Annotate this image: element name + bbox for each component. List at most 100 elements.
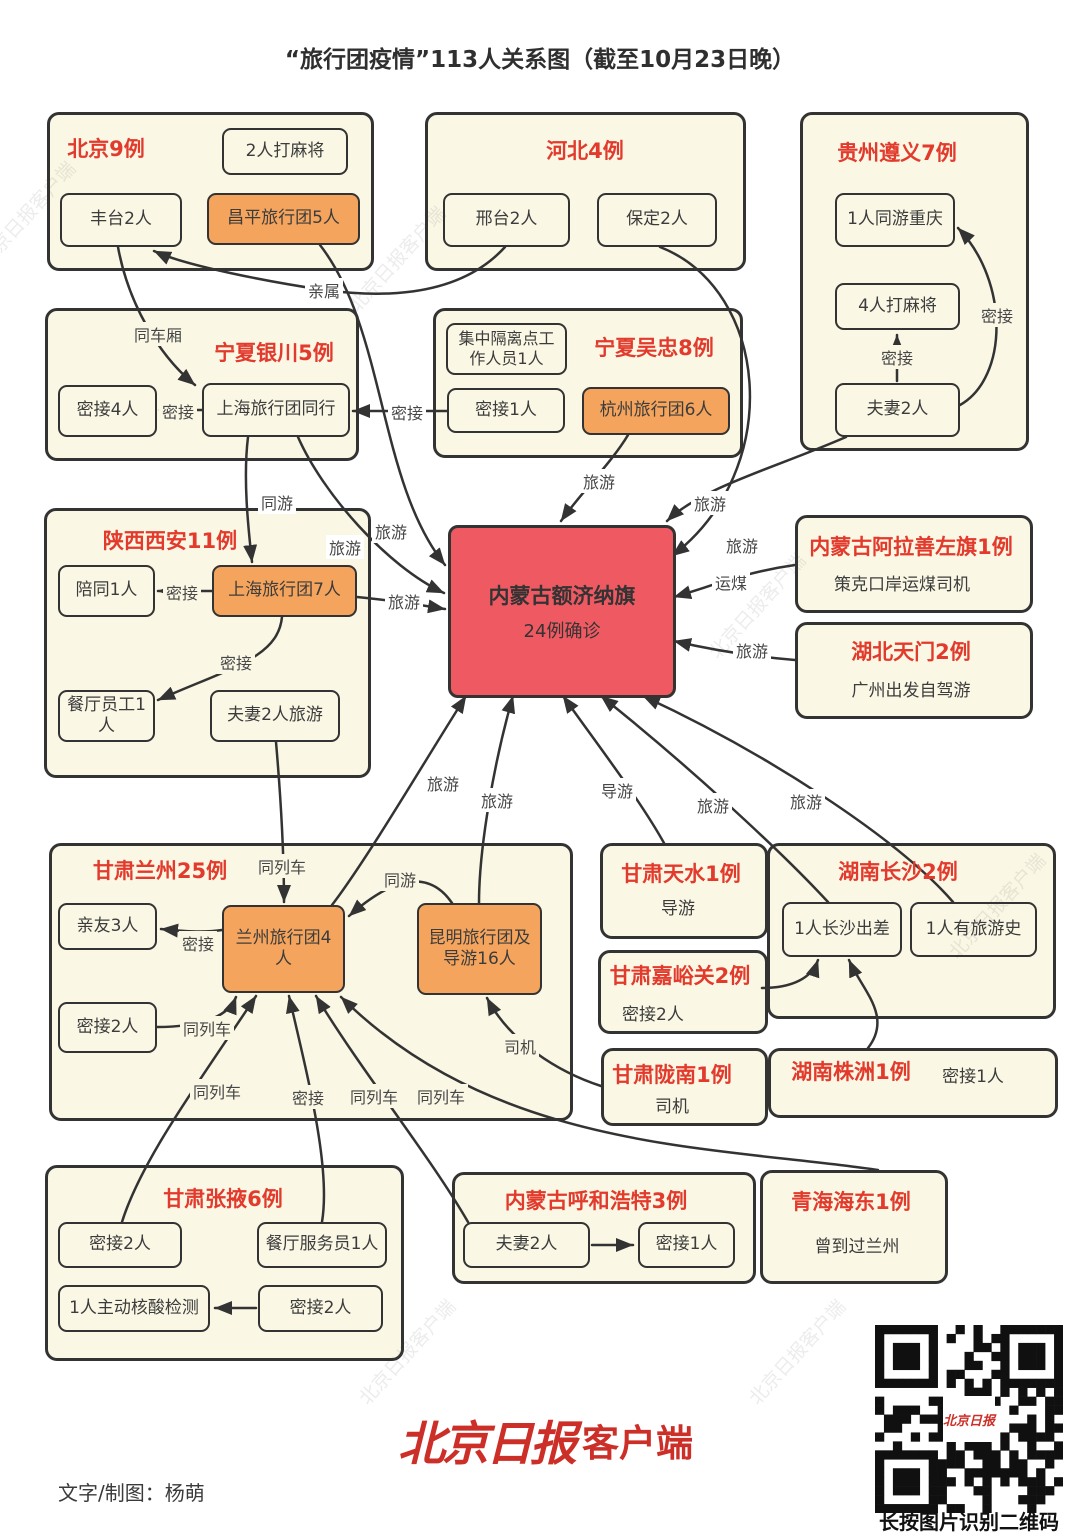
center-subtitle: 24例确诊 (523, 621, 601, 642)
edge-label-mijie-ct: 密接 (216, 650, 256, 674)
edge-fengtai-shanghaitx (116, 245, 197, 387)
node-xian-peitong: 陪同1人 (58, 565, 155, 617)
node-hangzhou-tour: 杭州旅行团6人 (582, 387, 730, 435)
node-zhangye-mijie2b: 密接2人 (258, 1285, 383, 1332)
title-haidong: 青海海东1例 (791, 1190, 911, 1214)
node-shanghai7-tour: 上海旅行团7人 (212, 565, 357, 617)
qr-center-logo-text: 北京日报 (943, 1413, 996, 1429)
title-wuzhong: 宁夏吴忠8例 (594, 336, 714, 360)
region-tianshui (600, 843, 768, 939)
title-alashan: 内蒙古阿拉善左旗1例 (809, 535, 1013, 559)
edge-shanghaitx-center (296, 435, 446, 595)
region-jiayuguan (598, 950, 768, 1034)
logo-suffix-text: 客户端 (582, 1421, 693, 1465)
edge-label-mijie-zy-mj: 密接 (877, 345, 917, 369)
edge-label-lvyou-km: 旅游 (477, 788, 517, 812)
node-xian-fuqi-lvyou: 夫妻2人旅游 (210, 690, 340, 742)
edge-tianmen-center (672, 638, 797, 662)
page-title: “旅行团疫情”113人关系图（截至10月23日晚） (284, 47, 796, 73)
region-longnan (601, 1048, 768, 1126)
title-longnan: 甘肃陇南1例 (612, 1063, 732, 1087)
subtitle-alashan: 策克口岸运煤司机 (834, 575, 970, 595)
qr-code: 北京日报 (875, 1325, 1064, 1514)
edge-jiayuguan-chuchai (760, 958, 820, 990)
edge-shanghaitx-shanghai7 (243, 435, 258, 564)
edge-label-mijie-yc: 密接 (158, 399, 198, 423)
title-zhangye: 甘肃张掖6例 (163, 1187, 283, 1211)
edge-label-lvyou-gz: 旅游 (690, 491, 730, 515)
node-yinchuan-mijie4: 密接4人 (58, 385, 157, 437)
title-zhuzhou: 湖南株洲1例 (791, 1060, 911, 1084)
edge-label-lvyou-xa: 旅游 (384, 589, 424, 613)
node-changsha-chuchai: 1人长沙出差 (782, 902, 902, 957)
title-lanzhou: 甘肃兰州25例 (92, 859, 228, 883)
edge-label-tlc-zhangye: 同列车 (189, 1079, 245, 1103)
subtitle-zhuzhou: 密接1人 (942, 1067, 1004, 1087)
region-zhuzhou (768, 1048, 1058, 1118)
edge-label-mijie-zy-cq: 密接 (977, 303, 1017, 327)
center-ejina-box: 内蒙古额济纳旗 24例确诊 (448, 525, 676, 698)
logo-script-text: 北京日报 (398, 1417, 577, 1472)
edge-fuqily-lztour (274, 740, 291, 904)
node-xian-canting: 餐厅员工1人 (58, 690, 155, 742)
subtitle-jiayuguan: 密接2人 (622, 1005, 684, 1025)
edge-fuwuyuan-lztour (286, 994, 326, 1224)
node-lanzhou-mijie2: 密接2人 (58, 1002, 157, 1053)
qr-caption: 长按图片识别二维码 (879, 1510, 1059, 1534)
edge-baoding-center (658, 245, 752, 558)
edge-label-lvyou-cp: 旅游 (371, 519, 411, 543)
node-wuzhong-mijie1: 密接1人 (447, 388, 565, 433)
edge-label-lvyou-cc: 旅游 (693, 793, 733, 817)
beijing-daily-logo: 北京日报 客户端 (398, 1405, 693, 1474)
edge-label-lvyou-hz: 旅游 (579, 469, 619, 493)
title-hohhot: 内蒙古呼和浩特3例 (504, 1189, 688, 1213)
edge-tianshui-center (561, 694, 666, 845)
node-xingtai: 邢台2人 (443, 193, 570, 247)
edge-label-yunmei: 运煤 (711, 570, 751, 594)
title-hebei: 河北4例 (546, 139, 624, 163)
edge-label-tlc-haidong: 同列车 (413, 1084, 469, 1108)
node-wuzhong-geli: 集中隔离点工作人员1人 (446, 323, 567, 375)
edge-label-mijie-fwy: 密接 (288, 1085, 328, 1109)
edge-label-qinshu: 亲属 (304, 278, 344, 302)
edge-haidong-lztour (339, 995, 880, 1172)
node-shanghai-tongxing: 上海旅行团同行 (202, 383, 350, 437)
node-baoding: 保定2人 (597, 193, 717, 247)
title-beijing: 北京9例 (67, 137, 145, 161)
title-zunyi: 贵州遵义7例 (837, 141, 957, 165)
node-hohhot-fuqi: 夫妻2人 (463, 1222, 590, 1268)
edge-label-tlc-fuqi: 同列车 (254, 854, 310, 878)
title-xian: 陕西西安11例 (102, 529, 238, 553)
node-fengtai: 丰台2人 (60, 193, 182, 247)
edge-label-tongyou-sh: 同游 (257, 490, 297, 514)
qr-pattern (875, 1325, 1064, 1514)
node-zunyi-fuqi: 夫妻2人 (835, 383, 960, 437)
edge-label-lvyou-bd: 旅游 (722, 533, 762, 557)
center-title: 内蒙古额济纳旗 (488, 584, 636, 608)
edge-label-mijie-pt: 密接 (162, 580, 202, 604)
edge-label-tlc-hohhot: 同列车 (346, 1084, 402, 1108)
node-zhangye-fuwuyuan: 餐厅服务员1人 (257, 1222, 387, 1268)
title-changsha: 湖南长沙2例 (838, 860, 958, 884)
node-changping-tour: 昌平旅行团5人 (207, 193, 360, 245)
edge-zymijie-lztour (120, 994, 258, 1224)
subtitle-longnan: 司机 (655, 1097, 689, 1117)
node-zhangye-hesuan: 1人主动核酸检测 (58, 1285, 210, 1332)
edge-label-lvyou-tx: 旅游 (325, 535, 365, 559)
edge-zhuzhou-chuchai (847, 958, 879, 1050)
title-yinchuan: 宁夏银川5例 (214, 341, 334, 365)
region-zunyi (800, 112, 1029, 451)
title-tianshui: 甘肃天水1例 (621, 862, 741, 886)
edge-label-mijie-qy: 密接 (178, 931, 218, 955)
region-tianmen (795, 622, 1033, 719)
title-jiayuguan: 甘肃嘉峪关2例 (609, 964, 751, 988)
edge-label-lvyou-tm: 旅游 (732, 638, 772, 662)
edge-label-siji: 司机 (500, 1034, 540, 1058)
edge-hohhot-lztour (314, 994, 470, 1224)
title-tianmen: 湖北天门2例 (851, 640, 971, 664)
node-beijing-majiang: 2人打麻将 (222, 128, 348, 175)
region-haidong (760, 1170, 948, 1284)
qr-center-logo: 北京日报 (943, 1396, 995, 1442)
edge-label-mijie-wz: 密接 (387, 400, 427, 424)
